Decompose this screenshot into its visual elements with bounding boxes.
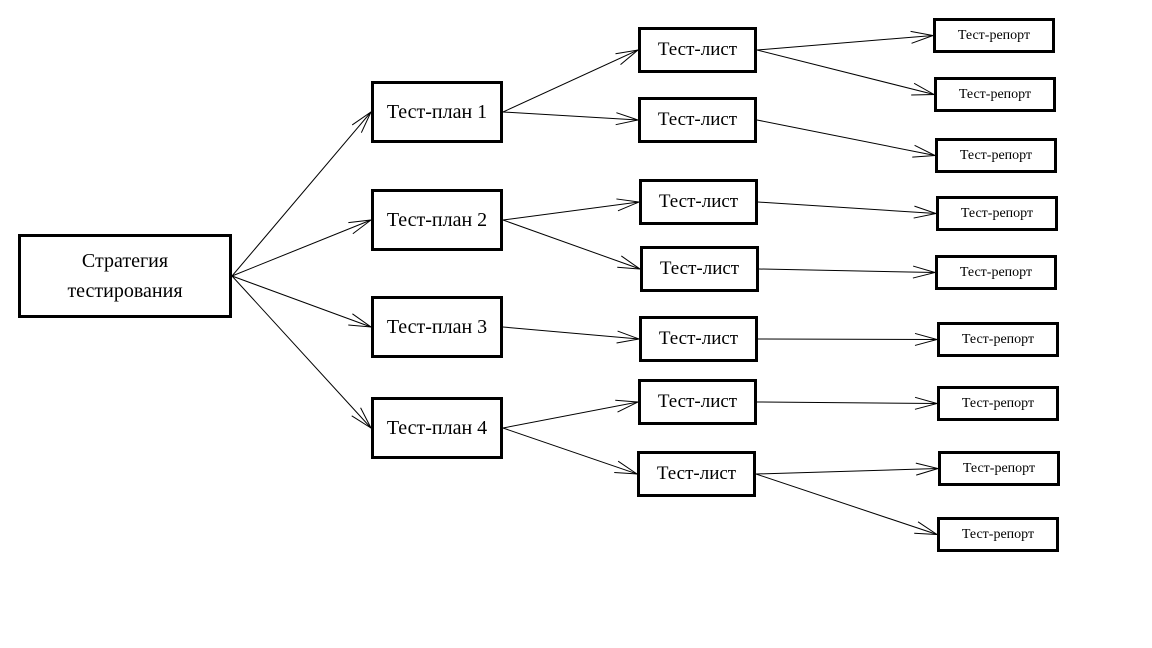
node-list4-label: Тест-лист xyxy=(659,257,740,279)
node-rep2-box: Тест-репорт xyxy=(934,77,1056,112)
node-rep9-box: Тест-репорт xyxy=(937,517,1059,552)
edge-list7-to-rep8 xyxy=(755,462,940,476)
node-list7-box: Тест-лист xyxy=(637,451,756,497)
node-rep3-label: Тест-репорт xyxy=(959,148,1033,163)
node-rep9-label: Тест-репорт xyxy=(961,527,1035,542)
node-list7-label: Тест-лист xyxy=(656,462,737,484)
node-rep6-box: Тест-репорт xyxy=(937,322,1059,357)
node-plan3-box: Тест-план 3 xyxy=(371,296,503,358)
node-rep1-box: Тест-репорт xyxy=(933,18,1055,53)
node-list4-box: Тест-лист xyxy=(640,246,759,292)
edge-plan2-to-list4 xyxy=(502,219,642,270)
node-list1-label: Тест-лист xyxy=(657,38,738,60)
node-rep5-box: Тест-репорт xyxy=(935,255,1057,290)
edge-strategy-to-plan2 xyxy=(231,219,373,277)
node-plan1-label: Тест-план 1 xyxy=(386,101,488,123)
node-strategy-label: Стратегия тестирования xyxy=(67,250,183,302)
edge-plan2-to-list3 xyxy=(502,198,641,221)
node-rep8-box: Тест-репорт xyxy=(938,451,1060,486)
node-list6-box: Тест-лист xyxy=(638,379,757,425)
node-rep5-label: Тест-репорт xyxy=(959,265,1033,280)
node-rep3-box: Тест-репорт xyxy=(935,138,1057,173)
node-rep4-label: Тест-репорт xyxy=(960,206,1034,221)
edge-list3-to-rep4 xyxy=(757,201,938,219)
node-rep1-label: Тест-репорт xyxy=(957,28,1031,43)
edge-strategy-to-plan4 xyxy=(231,275,373,430)
node-rep4-box: Тест-репорт xyxy=(936,196,1058,231)
edge-list6-to-rep7 xyxy=(756,396,939,410)
edge-plan3-to-list5 xyxy=(502,326,641,344)
node-list2-box: Тест-лист xyxy=(638,97,757,143)
node-plan4-box: Тест-план 4 xyxy=(371,397,503,459)
node-rep7-label: Тест-репорт xyxy=(961,396,1035,411)
edge-list1-to-rep2 xyxy=(756,49,936,96)
node-plan1-box: Тест-план 1 xyxy=(371,81,503,143)
node-plan3-label: Тест-план 3 xyxy=(386,316,488,338)
node-plan4-label: Тест-план 4 xyxy=(386,417,488,439)
edge-plan1-to-list2 xyxy=(502,111,640,126)
edge-plan1-to-list1 xyxy=(502,49,640,113)
edge-list1-to-rep1 xyxy=(756,30,935,51)
node-list2-label: Тест-лист xyxy=(657,108,738,130)
node-plan2-label: Тест-план 2 xyxy=(386,209,488,231)
edge-list7-to-rep9 xyxy=(755,473,939,536)
edge-list4-to-rep5 xyxy=(758,265,937,279)
node-rep8-label: Тест-репорт xyxy=(962,461,1036,476)
node-list1-box: Тест-лист xyxy=(638,27,757,73)
edge-list5-to-rep6 xyxy=(757,332,939,346)
node-list5-box: Тест-лист xyxy=(639,316,758,362)
node-plan2-box: Тест-план 2 xyxy=(371,189,503,251)
edge-plan4-to-list7 xyxy=(502,427,639,475)
node-list5-label: Тест-лист xyxy=(658,327,739,349)
node-strategy-box: Стратегия тестирования xyxy=(18,234,232,318)
edge-strategy-to-plan3 xyxy=(231,275,373,328)
edge-list2-to-rep3 xyxy=(756,119,937,158)
edge-strategy-to-plan1 xyxy=(231,110,373,277)
node-list3-label: Тест-лист xyxy=(658,190,739,212)
node-rep6-label: Тест-репорт xyxy=(961,332,1035,347)
edge-plan4-to-list6 xyxy=(502,399,640,429)
node-list6-label: Тест-лист xyxy=(657,390,738,412)
node-rep7-box: Тест-репорт xyxy=(937,386,1059,421)
node-list3-box: Тест-лист xyxy=(639,179,758,225)
node-rep2-label: Тест-репорт xyxy=(958,87,1032,102)
